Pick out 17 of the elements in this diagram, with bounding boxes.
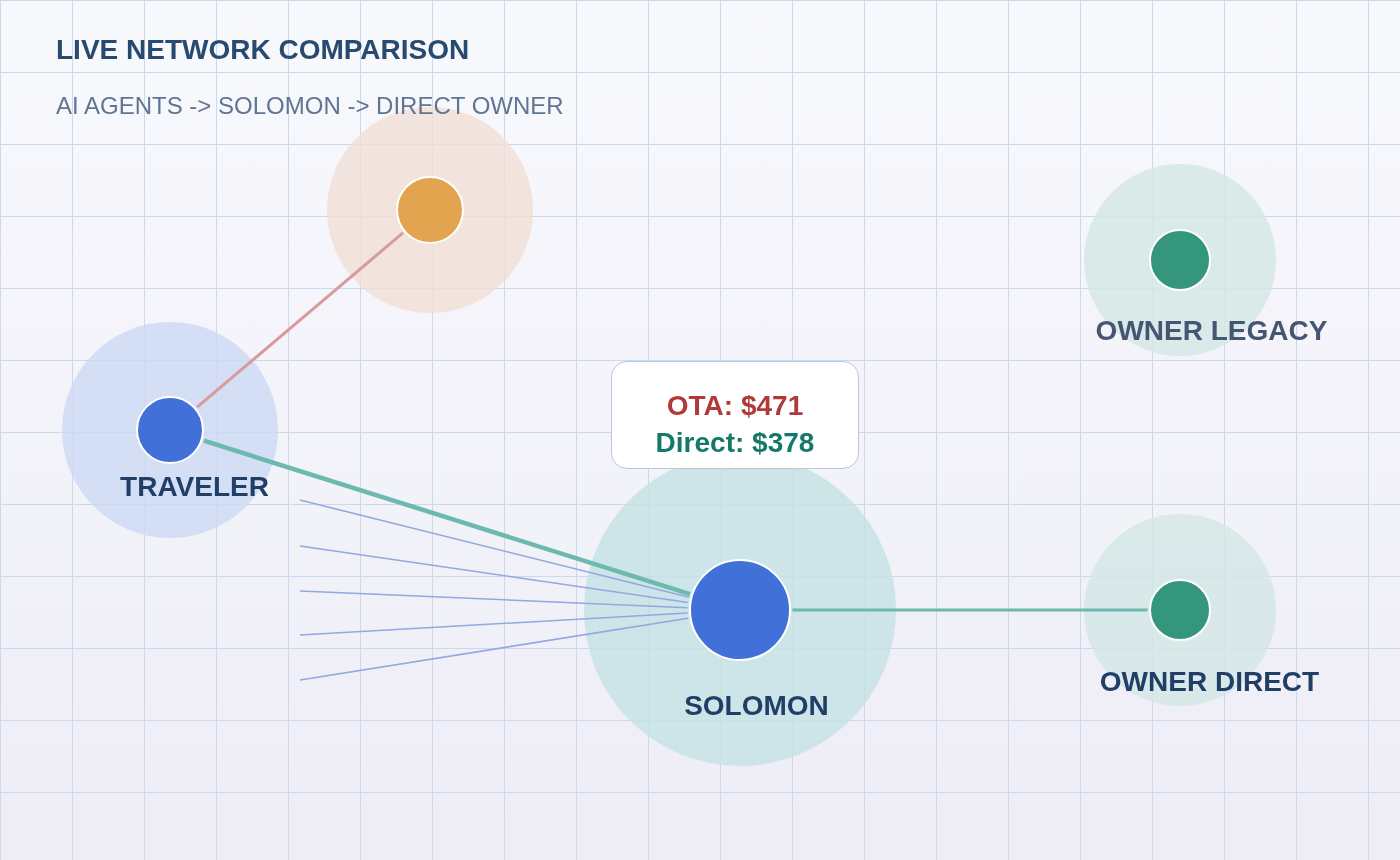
subtitle: AI AGENTS -> SOLOMON -> DIRECT OWNER (56, 92, 564, 120)
connector-line (203, 438, 691, 597)
connector-line (792, 608, 1148, 612)
diagram-title: LIVE NETWORK COMPARISON (56, 33, 470, 67)
price-card (611, 361, 859, 469)
node-label: SOLOMON (684, 689, 829, 722)
connector-line (196, 231, 404, 409)
connector-line (299, 590, 689, 609)
price-text: Direct: $378 (655, 428, 815, 458)
price-text: OTA: $471 (666, 391, 804, 421)
node-label: OWNER LEGACY (1095, 314, 1328, 347)
connector-line (299, 499, 690, 599)
node-label: OWNER DIRECT (1099, 665, 1320, 698)
connector-line (299, 617, 689, 681)
node-label: TRAVELER (120, 470, 269, 503)
connector-line (299, 545, 689, 604)
connector-line (299, 612, 689, 636)
